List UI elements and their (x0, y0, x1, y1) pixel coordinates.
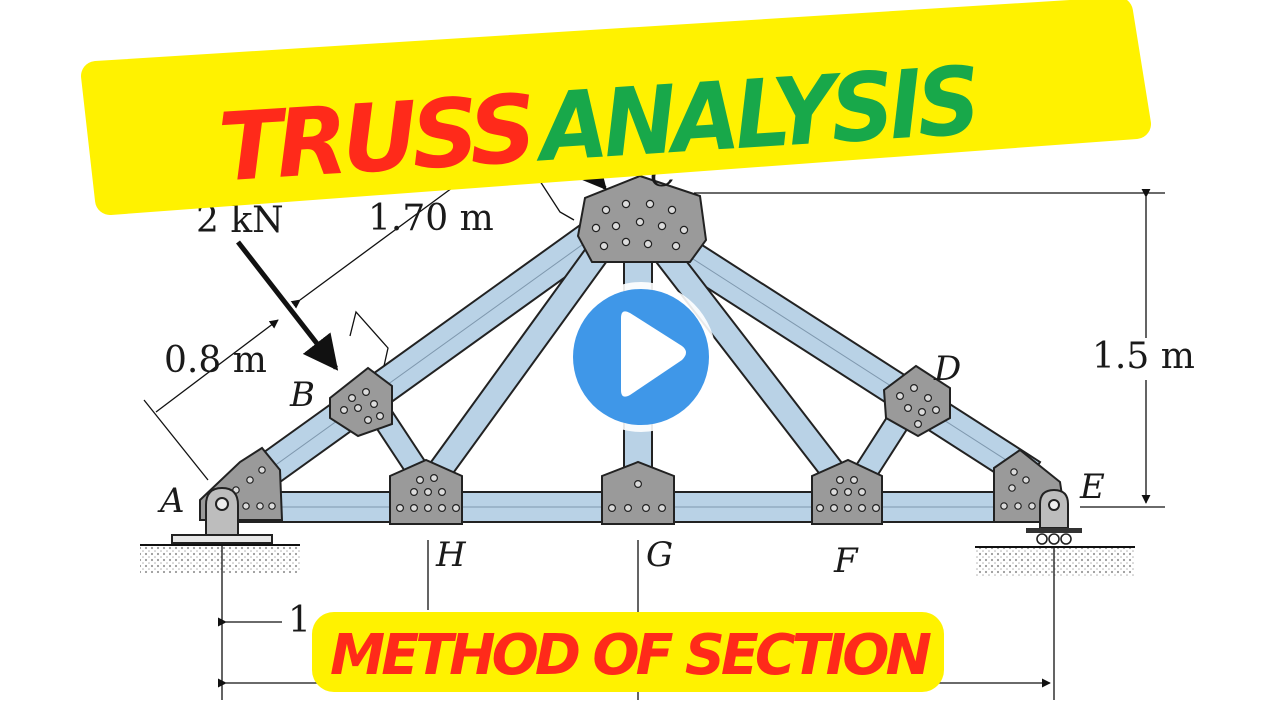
node-label-D: D (933, 349, 961, 389)
plate-D (882, 364, 951, 438)
roller-support-E (1026, 488, 1082, 545)
node-label-E: E (1079, 467, 1105, 507)
subtitle-banner-bg (312, 612, 944, 692)
ground-right (975, 546, 1135, 577)
play-button[interactable] (566, 282, 716, 432)
bolts (232, 199, 1036, 513)
node-label-A: A (157, 481, 185, 521)
dim-top-label: 1.70 m (368, 198, 494, 239)
play-icon (621, 311, 686, 397)
dim-bottom-label: 1 (288, 600, 311, 641)
node-label-F: F (833, 541, 859, 581)
plate-B (329, 366, 393, 438)
title-banner-bg (81, 0, 1151, 215)
dim-height-label: 1.5 m (1092, 336, 1195, 377)
subtitle-text: METHOD OF SECTION (330, 623, 931, 688)
node-label-G: G (646, 535, 673, 575)
node-label-B: B (289, 375, 315, 415)
ground-left (140, 543, 300, 573)
dim-side-label: 0.8 m (164, 340, 267, 381)
title-banner: TRUSS ANALYSIS (81, 0, 1151, 215)
title-word-truss: TRUSS (216, 75, 536, 203)
subtitle-banner: METHOD OF SECTION (312, 612, 944, 692)
plate-G (601, 460, 675, 525)
pin-support-A (171, 486, 273, 544)
node-label-H: H (435, 535, 467, 575)
load-arrow (236, 240, 339, 371)
